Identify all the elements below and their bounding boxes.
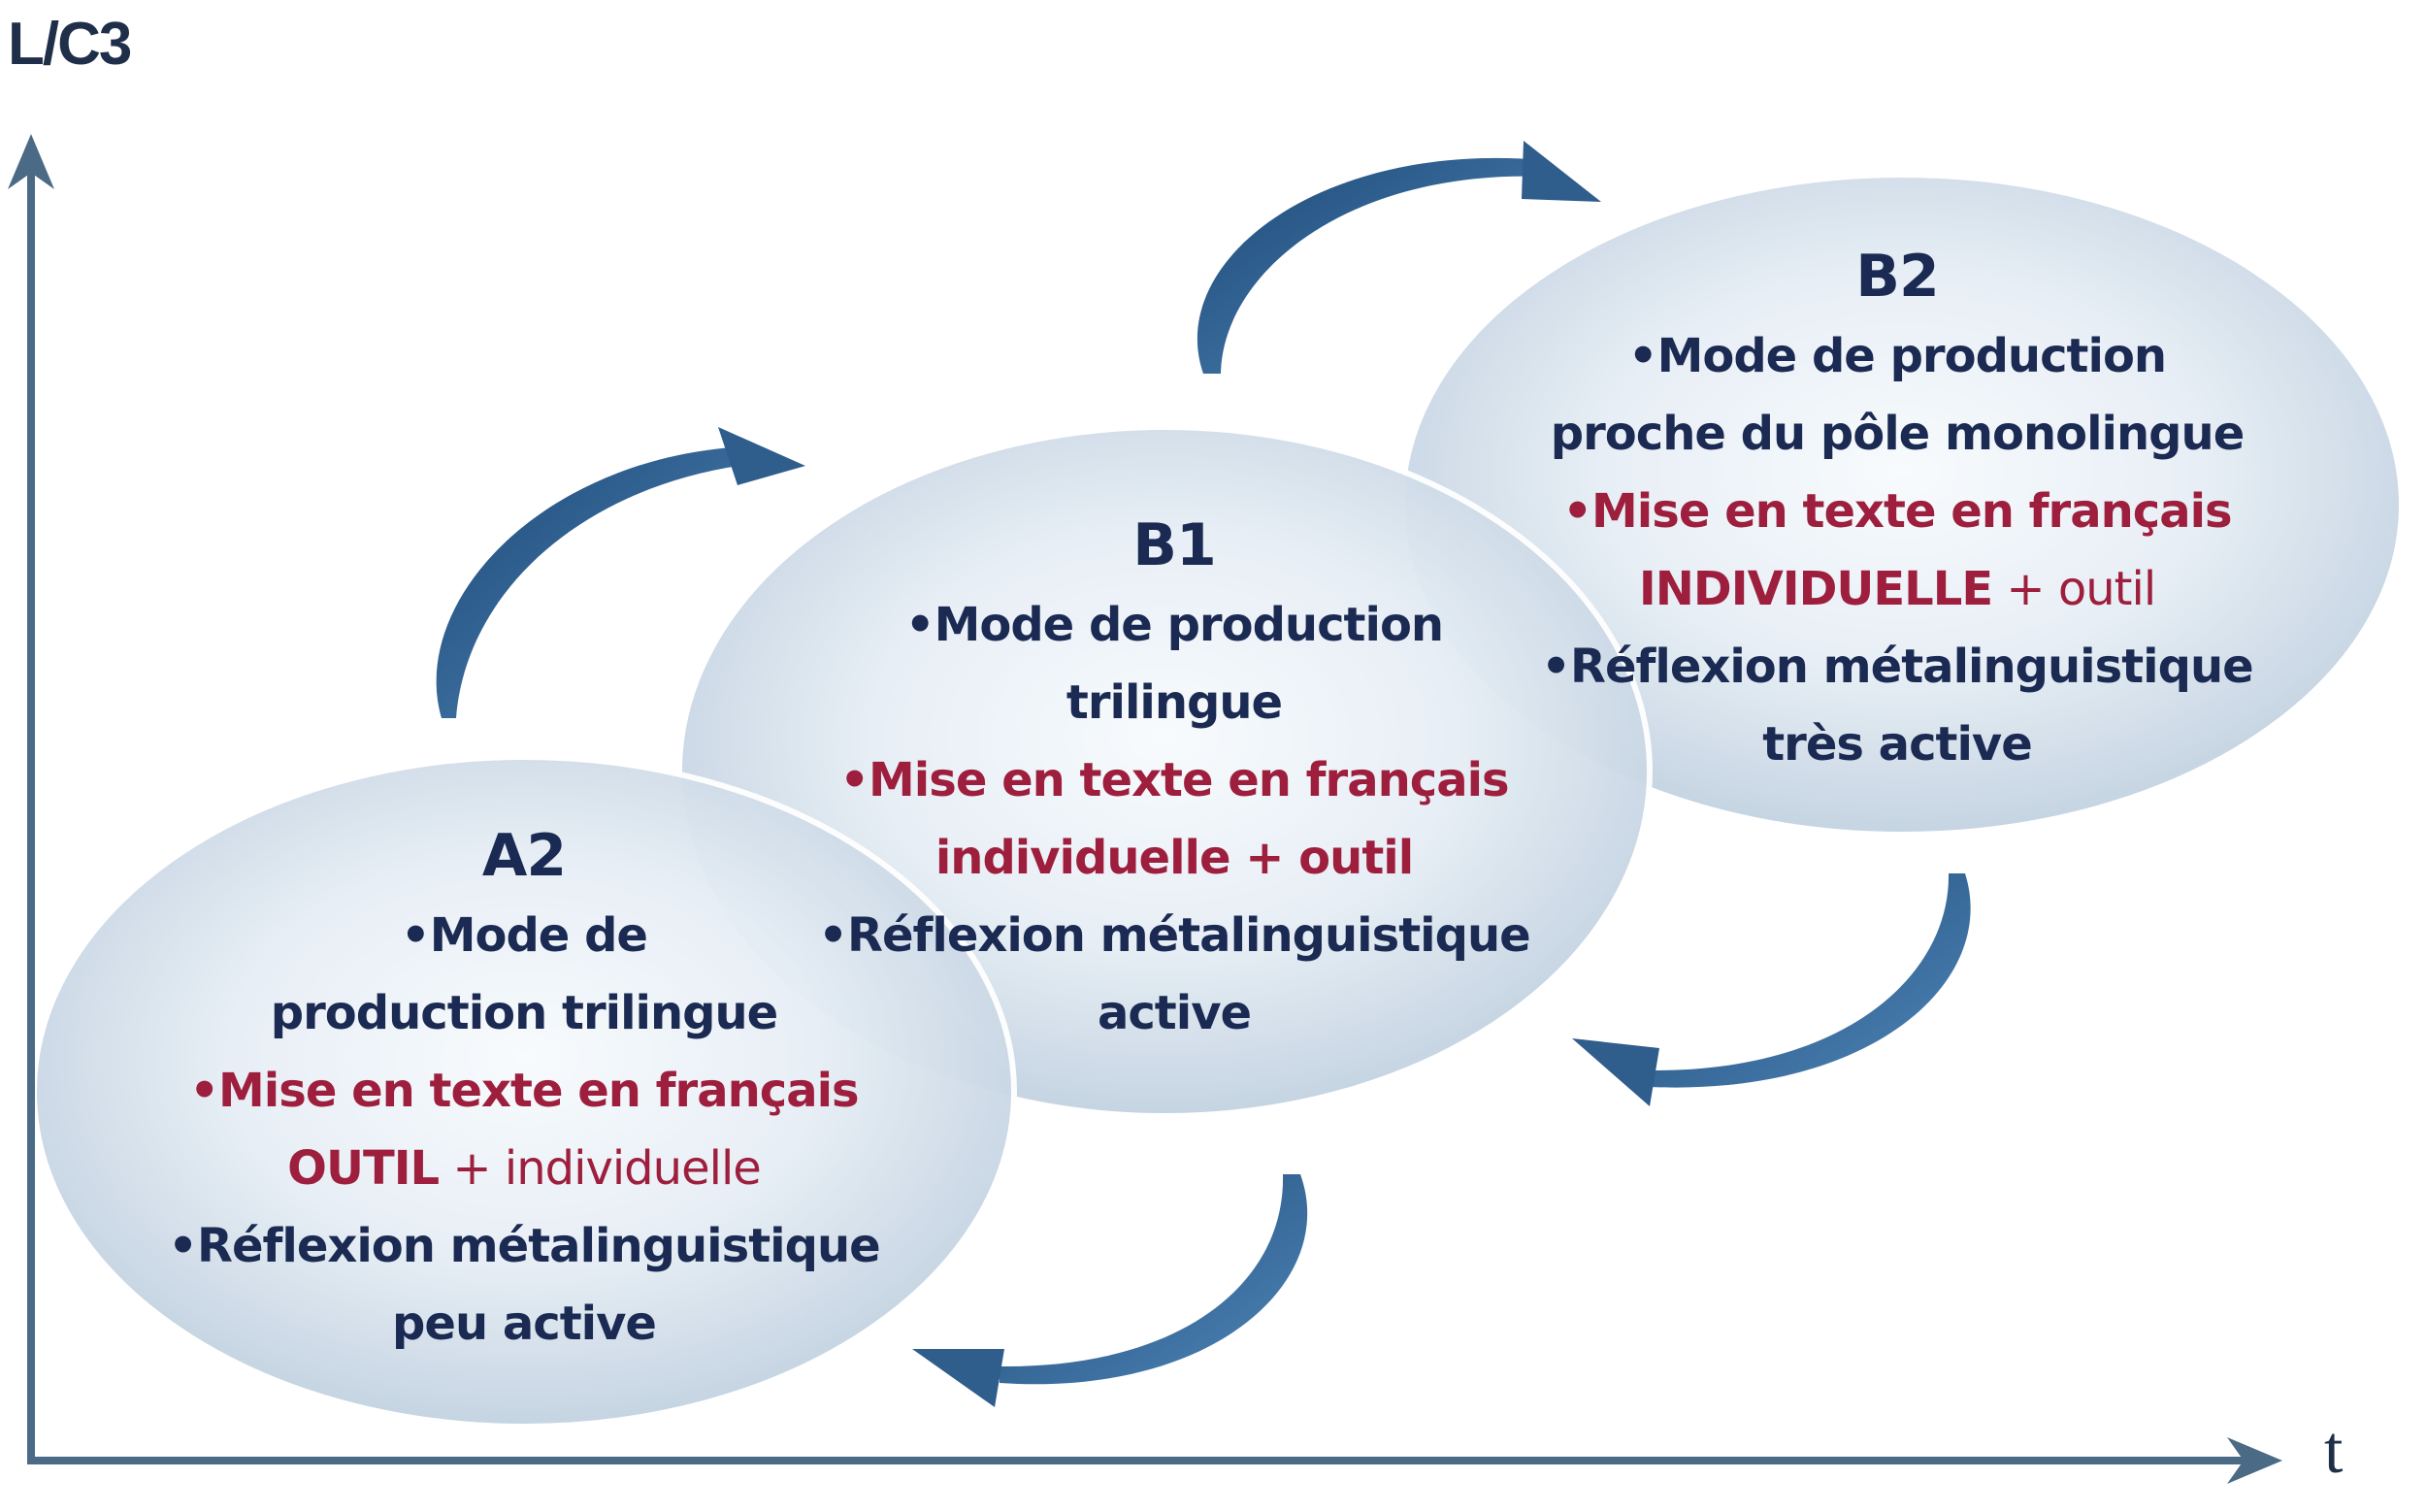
y-axis-arrowhead: [8, 134, 54, 189]
b2-mode-line2: proche du pôle monolingue: [1550, 407, 2246, 461]
stage-a2-text: A2 •Mode de production trilingue •Mise e…: [146, 815, 902, 1363]
y-axis-label: L/C3: [8, 11, 132, 78]
stage-b2-text: B2 •Mode de production proche du pôle mo…: [1524, 236, 2271, 783]
arrow-b1-to-b2: [1197, 141, 1601, 374]
a2-mode-line2: production trilingue: [270, 986, 778, 1040]
a2-outil-rest: + individuelle: [439, 1141, 761, 1196]
arrow-a2-to-b1: [436, 427, 805, 718]
b2-mode-line1: •Mode de production: [1627, 329, 2167, 383]
b2-indiv-line: INDIVIDUELLE + outil: [1524, 550, 2271, 628]
a2-mode-line1: •Mode de: [401, 908, 648, 963]
a2-reflexion-line1: •Réflexion métalinguistique: [168, 1219, 880, 1273]
a2-mise-line: •Mise en texte en français: [189, 1064, 859, 1118]
x-axis-label: t: [2324, 1413, 2344, 1488]
b1-mode-line1: •Mode de production: [904, 598, 1444, 652]
a2-outil-line: OUTIL + individuelle: [146, 1130, 902, 1207]
b2-reflexion-line2: très active: [1762, 717, 2033, 772]
a2-outil-strong: OUTIL: [287, 1141, 440, 1196]
b2-reflexion-line1: •Réflexion métalinguistique: [1541, 640, 2253, 694]
b2-indiv-strong: INDIVIDUELLE: [1638, 562, 1993, 616]
b1-mise-line: •Mise en texte en français: [839, 753, 1509, 807]
x-axis-arrowhead: [2227, 1437, 2282, 1484]
b1-reflexion-line1: •Réflexion métalinguistique: [818, 908, 1530, 963]
a2-reflexion-line2: peu active: [392, 1297, 657, 1351]
arrow-b2-to-b1: [1572, 873, 1971, 1106]
b1-indiv-line: individuelle + outil: [934, 831, 1414, 885]
b1-reflexion-line2: active: [1097, 986, 1252, 1040]
stage-b1-text: B1 •Mode de production trilingue •Mise e…: [805, 505, 1543, 1052]
arrow-b1-to-a2: [912, 1174, 1308, 1407]
y-axis: [8, 134, 54, 1461]
x-axis: [27, 1437, 2282, 1484]
stage-b1-title: B1: [1132, 511, 1216, 579]
b1-mode-line2: trilingue: [1065, 675, 1283, 730]
b2-mise-line: •Mise en texte en français: [1562, 484, 2232, 539]
b2-indiv-rest: + outil: [1992, 562, 2156, 616]
stage-a2-title: A2: [481, 822, 567, 890]
stage-b2-title: B2: [1855, 243, 1939, 311]
